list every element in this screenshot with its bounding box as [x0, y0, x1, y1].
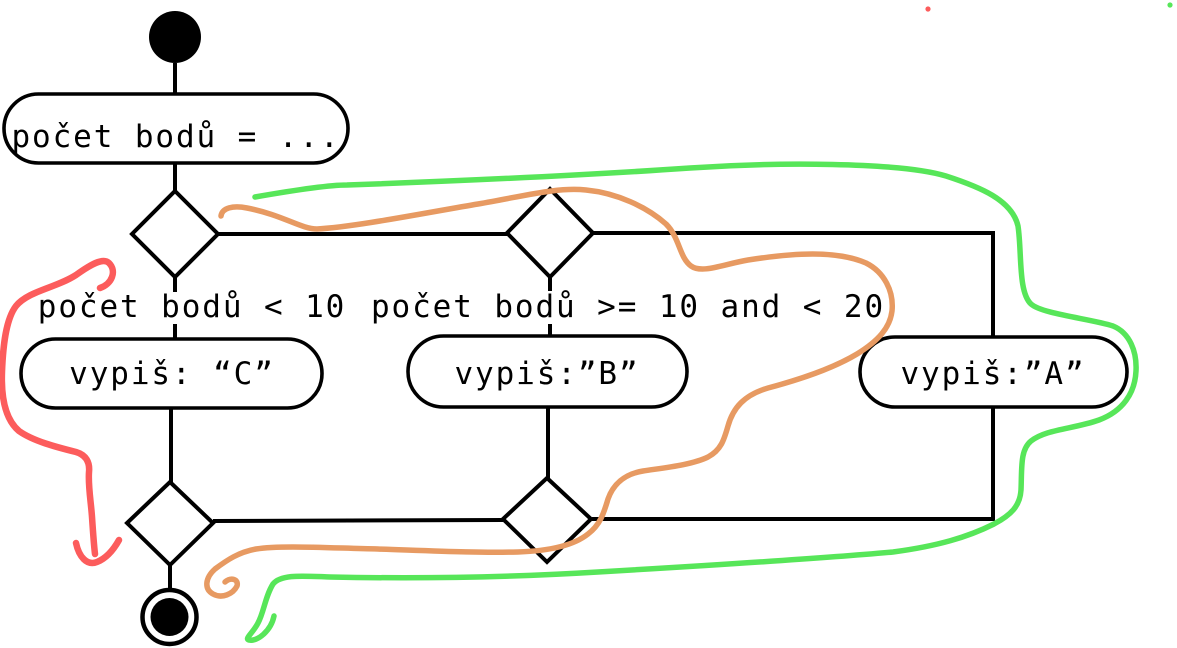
final-node-core: [150, 598, 189, 636]
condition-label-middle: počet bodů >= 10 and < 20: [371, 289, 885, 325]
green-annotation-stroke: [244, 161, 1139, 643]
orange-annotation-stroke: [204, 186, 895, 599]
action-b-label: vypiš:”B”: [454, 356, 639, 392]
red-dot: [925, 6, 931, 12]
action-c-label: vypiš: “C”: [69, 356, 275, 392]
action-start-label: počet bodů = ...: [11, 119, 340, 155]
decision-diamond-2: [504, 186, 596, 280]
action-a-label: vypiš:”A”: [900, 356, 1085, 392]
green-dot: [1167, 2, 1173, 8]
red-annotation-arrow: [0, 257, 117, 558]
edge-a-to-merge2: [592, 407, 995, 521]
red-annotation-arrowhead: [72, 536, 123, 567]
start-node: [149, 11, 201, 63]
edge-merge2-merge1: [212, 518, 504, 523]
edge-decision2-action-a: [593, 231, 995, 338]
condition-label-left: počet bodů < 10: [38, 289, 346, 325]
merge-diamond-2: [500, 475, 594, 565]
merge-diamond-1: [124, 479, 216, 568]
decision-diamond-1: [129, 188, 221, 280]
